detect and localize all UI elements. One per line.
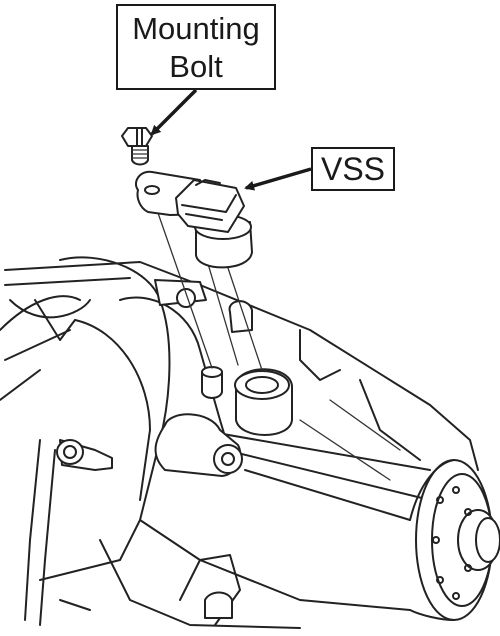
mounting-bolt-label-line1: Mounting [132,11,260,46]
case-bosses [56,279,253,619]
mounting-bolt [121,127,153,166]
mounting-bolt-label-line2: Bolt [169,49,223,84]
vss-label: VSS [320,151,386,187]
vss-callout: VSS [311,147,395,191]
bolt-callout-arrow [150,88,198,136]
vss-sensor [134,170,253,269]
vss-callout-arrow [244,167,312,191]
sensor-bore [201,366,293,436]
mounting-bolt-callout: Mounting Bolt [116,4,276,90]
output-flange [409,459,500,621]
